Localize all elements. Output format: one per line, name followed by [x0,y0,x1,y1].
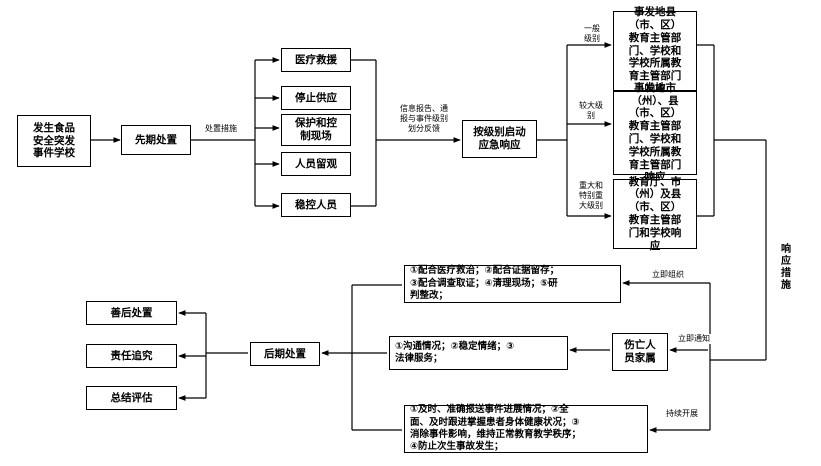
notify-now-label: 立即通知 [672,334,716,344]
initial-response-node: 先期处置 [121,125,191,155]
post-handling-node: 后期处置 [250,342,320,366]
organize-now-label: 立即组织 [646,270,690,280]
major-dept-node: 事发地市 （州）、县 （市、区） 教育主管部 门、学校和 学校所属教 育主管部门… [613,82,697,183]
task-medical-node: ①配合医疗救治；②配合证据留存； ③配合调查取证；④清理现场；⑤研 判整改； [404,265,621,303]
response-measures-label: 响 应 措 施 [781,244,791,291]
task-family-node: ①沟通情况；②稳定情绪；③ 法律服务； [389,336,568,370]
level-response-node: 按级别启动 应急响应 [462,120,537,158]
level-general-label: 一般 级别 [584,24,600,43]
severe-dept-node: 教育厅、市 （州）及县 （市、区） 教育主管部 门和学校响 应 [613,176,697,252]
aftermath-node: 善后处置 [86,301,177,325]
victims-family-node: 伤亡人 员家属 [612,333,668,371]
report-label: 信息报告、通 报与事件级别 划分反馈 [392,104,456,134]
accountability-node: 责任追究 [86,344,177,368]
level-severe-label: 重大和 特别重 大级别 [579,181,603,210]
origin-node: 发生食品 安全突发 事件学校 [17,115,91,167]
stop-supply-node: 停止供应 [281,86,351,110]
protect-site-node: 保护和控 制现场 [281,114,351,146]
level-major-label: 较大级 别 [579,101,603,120]
continue-label: 持续开展 [660,409,704,419]
general-dept-node: 事发地县 （市、区） 教育主管部 门、学校和 学校所属教 育主管部门 响应 [613,6,697,95]
personnel-stay-node: 人员留观 [281,152,351,176]
measures-label: 处置措施 [199,124,243,134]
evaluation-node: 总结评估 [86,386,177,410]
medical-rescue-node: 医疗救援 [281,48,351,72]
stabilize-people-node: 稳控人员 [281,193,351,217]
task-ongoing-node: ①及时、准确报送事件进展情况；②全 面、及时跟进掌握患者身体健康状况；③ 消除事… [404,404,648,453]
